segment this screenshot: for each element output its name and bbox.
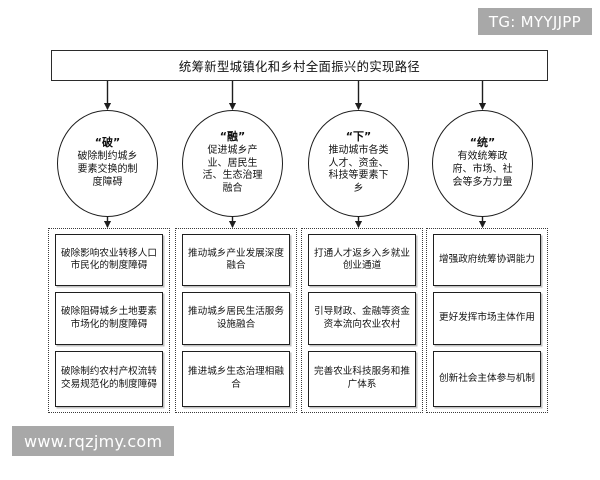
branch-keyword: “统”	[469, 136, 496, 150]
watermark-bottom-left: www.rqzjmy.com	[12, 426, 175, 456]
measure-panel-po: 破除影响农业转移人口市民化的制度障碍 破除阻碍城乡土地要素市场化的制度障碍 破除…	[48, 228, 170, 413]
watermark-top-right: TG: MYYJJPP	[477, 8, 592, 35]
measure-box[interactable]: 打通人才返乡入乡就业创业通道	[308, 234, 416, 287]
branch-keyword: “融”	[219, 130, 246, 144]
branch-keyword: “下”	[345, 130, 372, 144]
branch-summary: 推动城市各类人才、资金、科技等要素下乡	[328, 144, 389, 195]
branch-summary: 破除制约城乡要素交换的制度障碍	[77, 151, 138, 188]
measure-box[interactable]: 推动城乡居民生活服务设施融合	[182, 292, 290, 345]
branch-summary: 促进城乡产业、居民生活、生态治理融合	[202, 144, 263, 195]
branch-node-tong[interactable]: “统” 有效统筹政府、市场、社会等多方力量	[432, 110, 533, 217]
measure-box[interactable]: 破除制约农村产权流转交易规范化的制度障碍	[55, 350, 163, 407]
diagram-title-text: 统筹新型城镇化和乡村全面振兴的实现路径	[178, 59, 421, 74]
branch-node-po[interactable]: “破” 破除制约城乡要素交换的制度障碍	[57, 110, 158, 217]
measure-panel-rong: 推动城乡产业发展深度融合 推动城乡居民生活服务设施融合 推进城乡生态治理相融合	[175, 228, 297, 413]
measure-box[interactable]: 破除影响农业转移人口市民化的制度障碍	[55, 234, 163, 287]
branch-summary: 有效统筹政府、市场、社会等多方力量	[452, 151, 513, 188]
branch-keyword: “破”	[94, 136, 121, 150]
measure-box[interactable]: 引导财政、金融等资金资本流向农业农村	[308, 292, 416, 345]
measure-panel-tong: 增强政府统筹协调能力 更好发挥市场主体作用 创新社会主体参与机制	[426, 228, 548, 413]
measure-box[interactable]: 增强政府统筹协调能力	[433, 234, 541, 287]
diagram-title-box: 统筹新型城镇化和乡村全面振兴的实现路径	[51, 50, 548, 81]
branch-node-rong[interactable]: “融” 促进城乡产业、居民生活、生态治理融合	[182, 110, 283, 217]
measure-box[interactable]: 推进城乡生态治理相融合	[182, 350, 290, 407]
measure-panel-xia: 打通人才返乡入乡就业创业通道 引导财政、金融等资金资本流向农业农村 完善农业科技…	[301, 228, 423, 413]
measure-box[interactable]: 推动城乡产业发展深度融合	[182, 234, 290, 287]
measure-box[interactable]: 完善农业科技服务和推广体系	[308, 350, 416, 407]
measure-box[interactable]: 更好发挥市场主体作用	[433, 292, 541, 345]
measure-box[interactable]: 破除阻碍城乡土地要素市场化的制度障碍	[55, 292, 163, 345]
branch-node-xia[interactable]: “下” 推动城市各类人才、资金、科技等要素下乡	[308, 110, 409, 217]
measure-box[interactable]: 创新社会主体参与机制	[433, 350, 541, 407]
